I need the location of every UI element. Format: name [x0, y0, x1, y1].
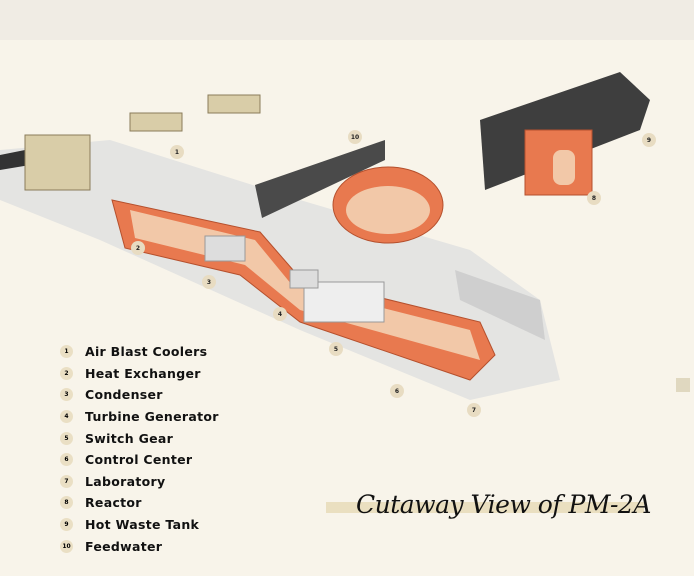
legend-label: Condenser: [85, 387, 163, 403]
legend-number: 1: [60, 345, 73, 359]
marker-9: 9: [642, 133, 656, 147]
sky-band: [0, 0, 694, 40]
legend-item: 2 Heat Exchanger: [60, 363, 219, 385]
legend-item: 6 Control Center: [60, 449, 219, 471]
small-block: [676, 378, 690, 392]
marker-1: 1: [170, 145, 184, 159]
legend-number: 8: [60, 496, 73, 510]
legend-label: Feedwater: [85, 538, 163, 554]
legend-label: Reactor: [85, 495, 142, 511]
legend-number: 5: [60, 431, 73, 445]
trench-end-left: [0, 150, 30, 170]
legend-number: 7: [60, 474, 73, 488]
turbine-equipment: [289, 269, 319, 289]
legend-number: 2: [60, 366, 73, 380]
legend-item: 1 Air Blast Coolers: [60, 341, 219, 363]
legend-number: 6: [60, 453, 73, 467]
legend-number: 10: [60, 539, 73, 553]
legend-label: Turbine Generator: [85, 409, 219, 425]
ramp: [455, 270, 545, 340]
marker-10: 10: [348, 130, 362, 144]
legend-label: Heat Exchanger: [85, 365, 201, 381]
marker-6: 6: [390, 384, 404, 398]
legend-item: 8 Reactor: [60, 492, 219, 514]
marker-2: 2: [131, 241, 145, 255]
legend-label: Hot Waste Tank: [85, 517, 200, 533]
reactor-core: [553, 150, 575, 185]
air-blast-coolers: [24, 94, 261, 191]
legend-number: 9: [60, 518, 73, 532]
marker-5: 5: [329, 342, 343, 356]
legend-label: Control Center: [85, 452, 193, 468]
legend-item: 4 Turbine Generator: [60, 406, 219, 428]
title-underline-band: [326, 502, 644, 513]
switch-gear-equipment: [303, 281, 385, 323]
marker-3: 3: [202, 275, 216, 289]
legend-number: 3: [60, 388, 73, 402]
legend: 1 Air Blast Coolers 2 Heat Exchanger 3 Cond…: [60, 341, 219, 557]
legend-item: 7 Laboratory: [60, 471, 219, 493]
legend-item: 9 Hot Waste Tank: [60, 514, 219, 536]
marker-4: 4: [273, 307, 287, 321]
legend-label: Air Blast Coolers: [85, 344, 208, 360]
trench-wall-left: [255, 140, 385, 218]
legend-number: 4: [60, 410, 73, 424]
marker-7: 7: [467, 403, 481, 417]
legend-item: 3 Condenser: [60, 384, 219, 406]
condenser-equipment: [204, 235, 246, 262]
marker-8: 8: [587, 191, 601, 205]
legend-label: Switch Gear: [85, 430, 174, 446]
legend-item: 10 Feedwater: [60, 535, 219, 557]
legend-label: Laboratory: [85, 473, 166, 489]
dome-floor: [346, 186, 430, 234]
diagram-title: Cutaway View of PM-2A: [356, 490, 651, 519]
legend-item: 5 Switch Gear: [60, 427, 219, 449]
